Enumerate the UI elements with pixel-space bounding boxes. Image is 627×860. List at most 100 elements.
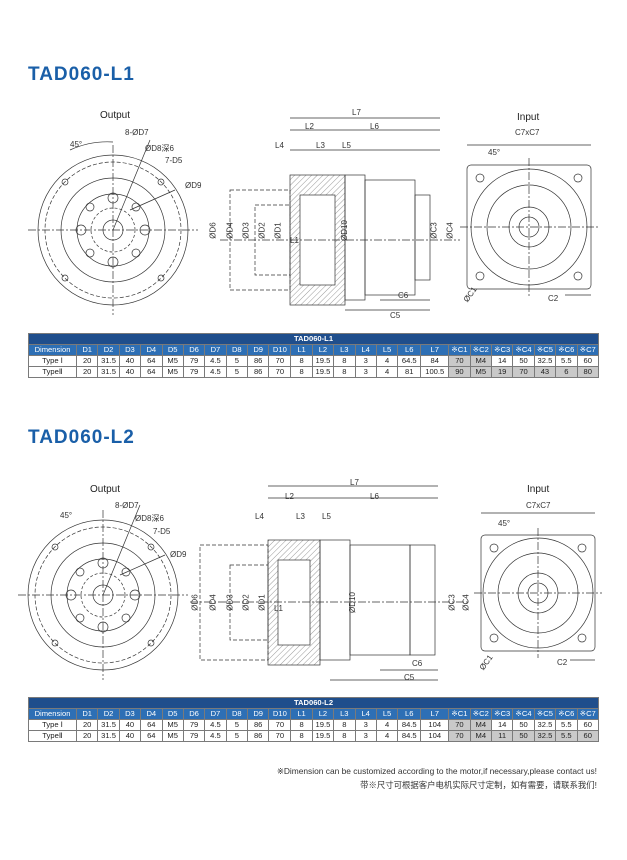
table-cell: 4.5 [204,730,227,742]
side-view-l2 [190,485,470,681]
table-cell: 14 [490,355,514,367]
footer-note-cn: 带※尺寸可根据客户电机实际尺寸定制，如有需要，请联系我们! [360,780,597,790]
col-header: ※C4 [512,708,535,720]
dim-d8-l2: ØD8深6 [135,514,164,523]
dim-C5-l1: C5 [390,311,401,320]
table-cell: 60 [576,719,599,731]
dim-D3-l2: ØD3 [225,594,235,611]
dim-C6-l2: C6 [412,659,423,668]
col-header: ※C3 [490,344,514,356]
table-cell: 50 [512,719,535,731]
col-header: ※C7 [576,344,599,356]
col-header: ※C7 [576,708,599,720]
dim-45-input-l2: 45° [498,519,511,528]
dim-C4-l1: ØC4 [445,222,455,239]
table-cell: TypeⅡ [28,366,77,378]
table-cell: 32.5 [533,719,557,731]
dim-L5-l1: L5 [342,141,351,150]
col-header: L1 [290,344,313,356]
dim-8d7-l1: 8-ØD7 [125,128,149,137]
table-cell: 40 [118,366,142,378]
table-cell: M4 [469,355,493,367]
table-cell: 5.5 [555,355,578,367]
table-cell: 86 [246,730,270,742]
table-cell: M5 [161,355,184,367]
table-cell: 86 [246,719,270,731]
dim-D4-l1: ØD4 [225,222,235,239]
table-cell: 80 [576,366,599,378]
col-header: D10 [268,344,292,356]
table-cell: 3 [354,355,377,367]
col-header: D1 [75,708,99,720]
table-cell: 8 [290,719,313,731]
table-cell: 104 [420,719,450,731]
table-cell: M4 [469,730,493,742]
table-cell: 20 [75,730,99,742]
table-cell: 64 [140,355,163,367]
col-header: D3 [118,344,142,356]
table-cell: 4 [375,719,399,731]
col-header: D7 [204,708,227,720]
table-cell: 32.5 [533,730,557,742]
col-header: D2 [97,708,120,720]
table-cell: 84.5 [397,730,422,742]
table-cell: 20 [75,355,99,367]
table-cell: 5 [225,355,249,367]
table-cell: 40 [118,355,142,367]
footer-note-en: ※Dimension can be customized according t… [276,766,597,776]
dim-45-l1: 45° [70,140,83,149]
dim-C4-l2: ØC4 [461,594,471,611]
dim-L4-l1: L4 [275,141,284,150]
table-cell: 81 [397,366,422,378]
col-header: ※C3 [490,708,514,720]
dim-7d5-l2: 7-D5 [153,527,171,536]
dim-D2-l1: ØD2 [257,222,267,239]
table-cell: M5 [469,366,493,378]
table-row: TypeⅡ 20 31.5 40 64 M5 79 4.5 5 86 70 8 … [28,366,599,378]
col-header: D5 [161,344,184,356]
dim-D10-l1: ØD10 [339,220,349,241]
table-cell: Type Ⅰ [28,719,77,731]
dim-D10-l2: ØD10 [347,592,357,613]
dim-L3-l1: L3 [316,141,325,150]
col-header: ※C6 [555,344,578,356]
table-cell: 19 [490,366,514,378]
col-header: D8 [225,708,249,720]
dim-D6-l1: ØD6 [208,222,218,239]
dim-L7-l1: L7 [352,108,361,117]
table-cell: 70 [512,366,535,378]
col-header: ※C2 [469,344,493,356]
table-cell: 5 [225,719,249,731]
table-cell: 31.5 [97,730,120,742]
table-cell: 79 [182,719,206,731]
table-cell: 90 [448,366,471,378]
dim-D1-l2: ØD1 [257,594,267,611]
table-cell: 50 [512,730,535,742]
table-cell: 40 [118,719,142,731]
col-header: D1 [75,344,99,356]
table-cell: 31.5 [97,355,120,367]
dim-L1-l2: L1 [274,604,283,613]
table-cell: 3 [354,730,377,742]
table-cell: 4.5 [204,719,227,731]
output-label-l2: Output [90,484,121,495]
table-cell: 19.5 [311,355,335,367]
table-row: Type Ⅰ 20 31.5 40 64 M5 79 4.5 5 86 70 8… [28,719,599,731]
col-header: ※C1 [448,708,471,720]
input-label-l1: Input [517,112,540,123]
dim-L2-l2: L2 [285,492,294,501]
dim-D1-l1: ØD1 [273,222,283,239]
col-header: Dimension [28,708,77,720]
col-header: D6 [182,344,206,356]
dim-C2-l1: C2 [548,294,559,303]
table-cell: 64 [140,730,163,742]
output-view-l2 [18,504,188,680]
col-header: ※C5 [533,344,557,356]
table-cell: 86 [246,355,270,367]
dim-C2-l2: C2 [557,658,568,667]
table-cell: 5 [225,730,249,742]
table-cell: 19.5 [311,719,335,731]
table-cell: 86 [246,366,270,378]
table-cell: 8 [333,719,356,731]
section-title-l2: TAD060-L2 [28,427,135,448]
